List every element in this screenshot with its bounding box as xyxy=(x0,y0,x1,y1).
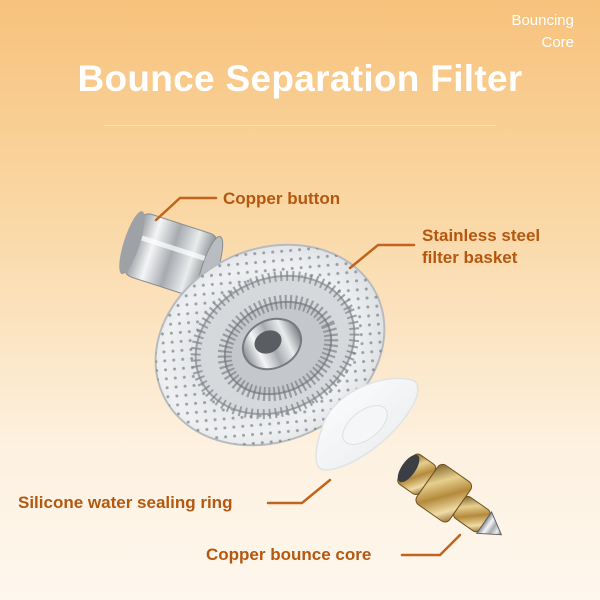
leader-bounce-core xyxy=(402,535,460,555)
label-copper-button: Copper button xyxy=(223,188,340,210)
label-filter-basket-line-1: Stainless steel xyxy=(422,225,572,247)
leader-sealing-ring xyxy=(268,480,330,503)
label-filter-basket-line-2: filter basket xyxy=(422,247,572,269)
label-sealing-ring: Silicone water sealing ring xyxy=(18,492,232,514)
bounce-core-part xyxy=(389,445,516,554)
leader-copper-button xyxy=(156,198,216,220)
leader-filter-basket xyxy=(350,245,414,268)
label-filter-basket: Stainless steel filter basket xyxy=(422,225,572,269)
label-bounce-core: Copper bounce core xyxy=(206,544,371,566)
